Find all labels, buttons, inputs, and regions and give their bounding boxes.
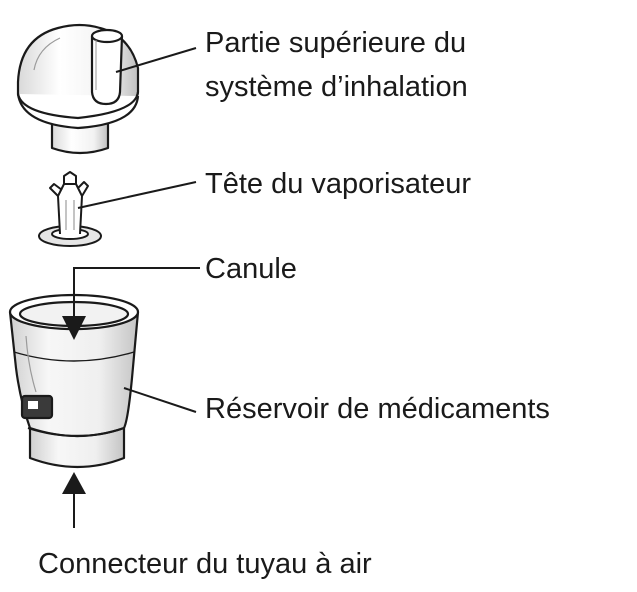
label-cannula: Canule	[205, 253, 297, 285]
leader-top-part	[115, 47, 197, 73]
cannula-arrow-icon	[62, 316, 86, 340]
leader-reservoir	[123, 387, 197, 413]
connector-arrow-icon	[62, 472, 86, 494]
label-medication-reservoir: Réservoir de médicaments	[205, 393, 550, 425]
label-top-part-line1: Partie supérieure du	[205, 27, 467, 59]
vaporizer-head-part	[38, 171, 102, 247]
inhalation-top-part	[16, 23, 140, 155]
leader-cannula	[73, 267, 200, 322]
label-vaporizer-head: Tête du vaporisateur	[205, 168, 471, 200]
label-air-tube-connector: Connecteur du tuyau à air	[38, 548, 372, 580]
label-top-part-line2: système d’inhalation	[205, 71, 468, 103]
leader-vaporizer	[77, 181, 197, 209]
